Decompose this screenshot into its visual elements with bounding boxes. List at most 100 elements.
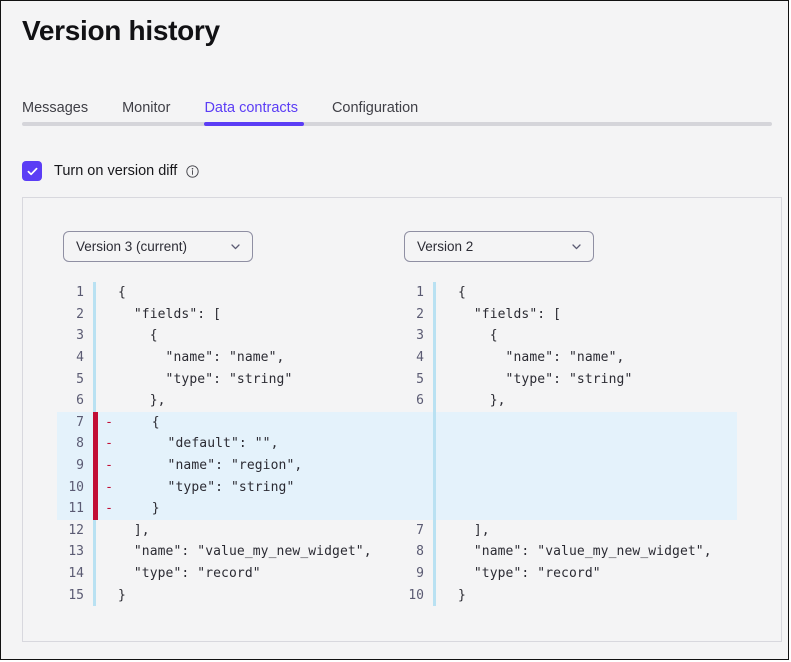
code-line: 7 ],: [397, 519, 737, 542]
diff-pane-right: 1{2 "fields": [3 {4 "name": "name",5 "ty…: [397, 282, 737, 641]
line-number: 10: [408, 587, 424, 603]
gutter-bar: [433, 346, 436, 369]
gutter-bar: [93, 584, 96, 606]
code-text: {: [118, 285, 126, 301]
code-line: 7- {: [57, 411, 397, 434]
tab-bar: Messages Monitor Data contracts Configur…: [22, 93, 772, 127]
tab-monitor[interactable]: Monitor: [122, 100, 171, 116]
gutter-bar: [433, 389, 436, 412]
code-text: {: [458, 328, 498, 344]
code-line: 9 - "name": "region",: [57, 454, 397, 477]
gutter-bar: [433, 562, 436, 585]
code-text: ],: [458, 522, 490, 538]
code-line: 10- "type": "string": [57, 476, 397, 498]
code-text: "fields": [: [458, 306, 562, 322]
gutter-bar: [433, 476, 436, 498]
line-number: 2: [416, 306, 424, 322]
code-text: },: [458, 393, 506, 409]
version-selectors: Version 3 (current) Version 2: [23, 198, 781, 282]
code-text: "type": "record": [458, 566, 601, 582]
line-number: 6: [76, 393, 84, 409]
gutter-bar: [433, 454, 436, 477]
line-number: 8: [76, 436, 84, 452]
code-line: 1{: [57, 282, 397, 304]
gutter-bar: [93, 303, 96, 326]
code-line: 5 "type": "string": [57, 368, 397, 390]
code-text: }: [120, 501, 160, 517]
line-number: 6: [416, 393, 424, 409]
code-line: [397, 411, 737, 434]
gutter-bar: [433, 303, 436, 326]
code-line: 15}: [57, 584, 397, 606]
line-number: 15: [68, 587, 84, 603]
code-line: [397, 454, 737, 477]
gutter-bar: [433, 497, 436, 520]
tab-data-contracts[interactable]: Data contracts: [204, 100, 298, 116]
code-line: 4 "name": "name",: [57, 346, 397, 369]
tab-configuration[interactable]: Configuration: [331, 100, 419, 116]
code-line: 3 {: [57, 325, 397, 347]
line-number: 10: [68, 479, 84, 495]
line-number: 2: [76, 306, 84, 322]
version-diff-label: Turn on version diff: [54, 163, 178, 179]
tab-active-indicator: [204, 122, 304, 126]
code-line: 2 "fields": [: [397, 303, 737, 326]
code-line: [397, 476, 737, 498]
code-line: 3 {: [397, 325, 737, 347]
diff-pane-left: 1{2 "fields": [3 {4 "name": "name",5 "ty…: [57, 282, 397, 641]
removed-gutter-bar: [93, 411, 98, 434]
code-text: {: [458, 285, 466, 301]
line-number: 3: [76, 328, 84, 344]
gutter-bar: [93, 541, 96, 563]
code-line: 10}: [397, 584, 737, 606]
line-number: 7: [416, 522, 424, 538]
code-line: [397, 497, 737, 520]
code-line: 11- }: [57, 497, 397, 520]
gutter-bar: [433, 282, 436, 304]
left-version-value: Version 3 (current): [76, 239, 188, 254]
code-text: },: [118, 393, 166, 409]
gutter-bar: [93, 282, 96, 304]
line-number: 13: [68, 544, 84, 560]
gutter-bar: [93, 325, 96, 347]
code-text: "name": "value_my_new_widget",: [118, 544, 372, 560]
code-text: }: [118, 587, 126, 603]
code-text: "name": "name",: [118, 350, 285, 366]
code-text: {: [120, 414, 160, 430]
line-number: 4: [416, 350, 424, 366]
diff-marker: -: [105, 501, 113, 517]
version-diff-toggle-row: Turn on version diff: [22, 161, 199, 181]
right-version-select[interactable]: Version 2: [404, 231, 594, 262]
code-line: 6 },: [397, 389, 737, 412]
code-text: "type": "record": [118, 566, 261, 582]
line-number: 12: [68, 522, 84, 538]
tab-messages[interactable]: Messages: [22, 100, 89, 116]
line-number: 9: [416, 566, 424, 582]
line-number: 4: [76, 350, 84, 366]
version-diff-card: Version 3 (current) Version 2 1{2 "field…: [22, 197, 782, 642]
check-icon: [27, 167, 37, 175]
tab-track: [22, 122, 772, 126]
diff-marker: -: [105, 458, 113, 474]
page-title: Version history: [22, 15, 220, 46]
version-diff-checkbox[interactable]: [22, 161, 42, 181]
line-number: 5: [76, 371, 84, 387]
code-text: "name": "region",: [120, 458, 303, 474]
code-text: "fields": [: [118, 306, 222, 322]
left-version-select[interactable]: Version 3 (current): [63, 231, 253, 262]
code-text: "type": "string": [458, 371, 633, 387]
info-circle-icon[interactable]: [186, 164, 199, 178]
line-number: 3: [416, 328, 424, 344]
line-number: 5: [416, 371, 424, 387]
line-number: 9: [76, 458, 84, 474]
code-line: 5 "type": "string": [397, 368, 737, 390]
code-line: 4 "name": "name",: [397, 346, 737, 369]
line-number: 14: [68, 566, 84, 582]
code-text: ],: [118, 522, 150, 538]
code-text: "name": "value_my_new_widget",: [458, 544, 712, 560]
line-number: 1: [76, 285, 84, 301]
code-line: 9 "type": "record": [397, 562, 737, 585]
right-version-value: Version 2: [417, 239, 474, 254]
code-line: 6 },: [57, 389, 397, 412]
